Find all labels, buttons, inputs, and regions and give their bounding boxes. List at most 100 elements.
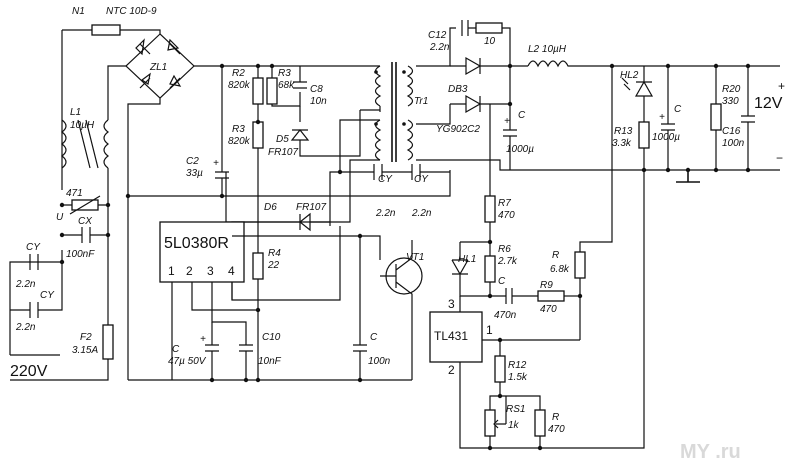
d6-value: FR107 [296,202,326,213]
resistor-r2 [252,77,264,105]
c47-plus: + [200,334,206,345]
c10-value: 10nF [258,356,282,367]
r3b-value: 820k [228,136,251,147]
cfb-value: 470n [494,310,517,321]
cout1-plus: + [504,116,510,127]
cout2-value: 1000µ [652,132,680,143]
rb-value: 470 [548,424,565,435]
resistor-r-6k8 [574,251,586,279]
cy1-label: CY [26,242,41,253]
hl2-label: HL2 [620,70,639,81]
resistor-r4 [252,252,264,280]
r6-label: R6 [498,244,511,255]
r8-label: R [552,250,559,261]
tl431-pin1: 1 [486,323,493,337]
r3b-label: R3 [232,124,245,135]
d5-label: D5 [276,134,289,145]
resistor-r7 [484,195,496,223]
r3a-label: R3 [278,68,291,79]
input-section: N1 NTC 10D-9 ZL1 L1 10µH 471 U CX [9,6,222,381]
r12-value: 1.5k [508,372,528,383]
output-minus: − [776,151,783,165]
r8-value: 6.8k [550,264,570,275]
cfb-label: C [498,276,506,287]
ic-pin3: 3 [207,264,214,278]
d6-label: D6 [264,202,277,213]
r4-label: R4 [268,248,281,259]
cout1-value: 1000µ [506,144,534,155]
resistor-r12 [494,355,506,383]
cy3-value: 2.2n [375,208,396,219]
r20-label: R20 [722,84,741,95]
ic-pin2: 2 [186,264,193,278]
c8-label: C8 [310,84,323,95]
d5-value: FR107 [268,147,298,158]
r3a-value: 68k [278,80,295,91]
l1-label: L1 [70,107,81,118]
ntc-label: NTC 10D-9 [106,6,157,17]
f2-label: F2 [80,332,92,343]
c100n-label: C [370,332,378,343]
transformer-tr1 [374,62,414,162]
cx-label: CX [78,216,92,227]
watermark: MY .ru [680,441,741,463]
resistor-10 [475,22,503,34]
resistor-r20 [710,103,722,131]
cout1-label: C [518,110,526,121]
output-voltage-label: 12V [754,95,783,112]
resistor-r9 [537,290,565,302]
cy3-label: CY [378,174,393,185]
choke-l1 [61,100,109,360]
cy1-value: 2.2n [15,279,36,290]
c2-value: 33µ [186,168,203,179]
l1-value: 10µH [70,120,95,131]
c2-label: C2 [186,156,199,167]
db3-label: DB3 [448,84,468,95]
regulator-tl431 [429,311,483,363]
c8-value: 10n [310,96,327,107]
c10-label: C10 [262,332,281,343]
ic-label: 5L0380R [164,235,229,252]
resistor-r13 [638,121,650,149]
resistor-r3-820k [252,121,264,149]
fuse-f2 [102,324,114,360]
rb-label: R [552,412,559,423]
l2-label: L2 10µH [528,44,567,55]
tl431-pin3: 3 [448,297,455,311]
ntc-thermistor [91,24,121,36]
vt1-label: VT1 [406,252,424,263]
cx-value: 100nF [66,249,95,260]
bridge-rectifier [107,33,222,380]
c47-value: 47µ 50V [168,356,207,367]
r13-value: 3.3k [612,138,632,149]
primary-section: C2 33µ + R2 820k R3 820k R3 68k C8 10n D… [125,62,451,383]
tl431-label: TL431 [434,329,468,343]
rs1-value: 1k [508,420,520,431]
cy2-label: CY [40,290,55,301]
r13-label: R13 [614,126,633,137]
ic-pin1: 1 [168,264,175,278]
cy4-label: CY [414,174,429,185]
c2-plus: + [213,158,219,169]
cy2-value: 2.2n [15,322,36,333]
tl431-pin2: 2 [448,363,455,377]
resistor-r3-68k [266,77,278,105]
secondary-section: C12 2.2n 10 DB3 YG902C2 L2 10µH + C 1000… [416,20,785,183]
c16-value: 100n [722,138,745,149]
ic-5l0380r [159,221,245,283]
c47-label: C [172,344,180,355]
r20-value: 330 [722,96,739,107]
cout2-label: C [674,104,682,115]
r10-label: 10 [484,36,496,47]
ic-pin4: 4 [228,264,235,278]
r9-value: 470 [540,304,557,315]
c12-label: C12 [428,30,447,41]
potentiometer-rs1 [484,409,496,437]
c100n-value: 100n [368,356,391,367]
feedback-section: R7 470 HL1 R6 2.7k R 6.8k C 470n R9 470 … [429,66,647,451]
f2-value: 3.15A [72,345,98,356]
n1-label: N1 [72,6,85,17]
r7-label: R7 [498,198,511,209]
u-label: U [56,212,64,223]
